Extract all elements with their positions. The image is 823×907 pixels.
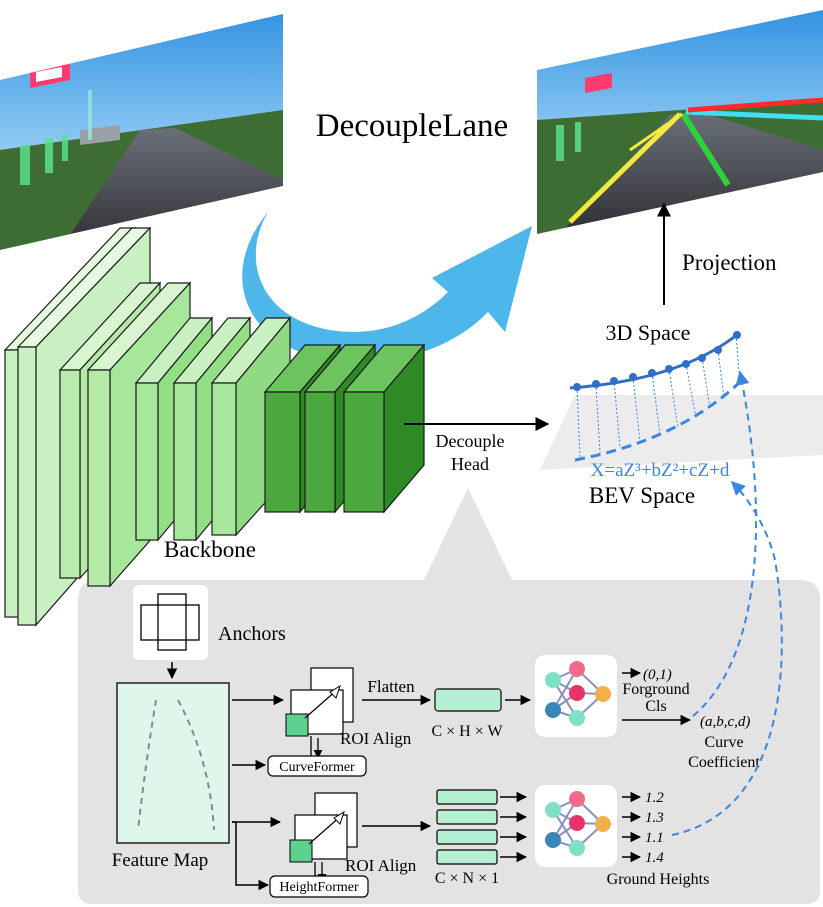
anchors-label: Anchors: [218, 623, 286, 645]
big-curved-arrow: [242, 212, 532, 363]
bev-space-graphic: [540, 331, 823, 470]
neural-network-icon: [535, 655, 617, 737]
heightformer-label: HeightFormer: [279, 880, 359, 895]
cls-output-label-line1: Forground: [622, 681, 689, 698]
ground-heights-connector: [671, 481, 783, 836]
cn1-label: C × N × 1: [435, 870, 499, 887]
backbone-block-10: [342, 343, 426, 514]
height-value-4: 1.4: [645, 850, 664, 866]
cls-output-value: (0,1): [643, 667, 672, 683]
backbone-label: Backbone: [164, 537, 256, 562]
feature-map: [116, 682, 230, 844]
decouple-head-label-line2: Head: [451, 454, 489, 474]
cls-output-label-line2: Cls: [645, 698, 666, 715]
height-value-3: 1.1: [645, 830, 664, 846]
decouple-head-label-line1: Decouple: [436, 431, 505, 451]
chw-label: C × H × W: [431, 723, 503, 740]
bev-space-label: BEV Space: [589, 483, 695, 508]
feature-map-label: Feature Map: [112, 850, 209, 871]
roi-align-bottom: [289, 792, 358, 883]
height-value-1: 1.2: [645, 790, 664, 806]
height-value-2: 1.3: [645, 810, 664, 826]
curve-coefficient-connector: [692, 370, 758, 717]
projection-label: Projection: [682, 250, 777, 275]
flatten-feature-vector: [434, 688, 502, 712]
curve-output-label-line1: Curve: [704, 734, 743, 751]
backbone-network: [3, 226, 426, 627]
roi-align-bottom-label: ROI Align: [345, 856, 417, 875]
curve-output-value: (a,b,c,d): [700, 714, 750, 730]
roi-align-top-label: ROI Align: [340, 729, 412, 748]
heightformer-box: HeightFormer: [269, 875, 369, 898]
curve-equation: X=aZ³+bZ²+cZ+d: [591, 460, 730, 481]
lane-result-image-icon: [537, 10, 823, 234]
space-3d-label: 3D Space: [606, 320, 691, 345]
anchor-boxes-icon: [133, 585, 208, 660]
curve-output-label-line2: Coefficient: [688, 754, 760, 771]
curveformer-box: CurveFormer: [267, 755, 367, 777]
road-image-icon: [0, 14, 283, 250]
title: DecoupleLane: [316, 108, 508, 144]
roi-align-top: [285, 667, 354, 759]
flatten-label: Flatten: [367, 677, 415, 696]
ground-heights-label: Ground Heights: [607, 871, 710, 888]
height-feature-vectors: [436, 789, 498, 865]
curveformer-label: CurveFormer: [279, 760, 355, 775]
neural-network-icon: [535, 785, 617, 867]
